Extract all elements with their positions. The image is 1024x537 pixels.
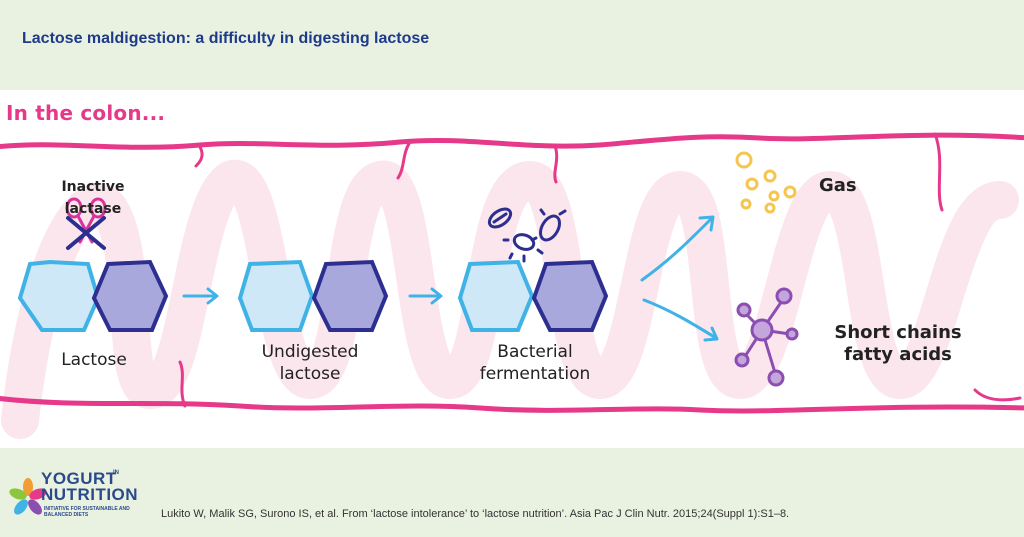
colon-top-border <box>0 132 1024 150</box>
bacterial-fermentation-label: Bacterial fermentation <box>479 342 591 384</box>
inactive-lactase-label: Inactive lactase <box>61 179 125 217</box>
logo-in-text: IN <box>113 470 119 476</box>
lactose-molecule <box>17 259 169 332</box>
galactose-ring <box>91 259 169 332</box>
arrow-to-fatty-acids <box>642 298 719 342</box>
lactose-label: Lactose <box>61 350 127 370</box>
undigested-lactose-label: Undigested lactose <box>261 342 359 384</box>
cross-icon <box>66 216 106 250</box>
molecule-icon <box>734 287 799 387</box>
glucose-ring <box>17 259 101 332</box>
page-title: Lactose maldigestion: a difficulty in di… <box>22 30 430 47</box>
yogurt-logo-icon <box>9 478 47 515</box>
undigested-lactose-molecule <box>237 259 389 332</box>
fermenting-lactose-molecule <box>457 259 609 332</box>
arrow-icon <box>408 287 443 305</box>
section-title: In the colon... <box>6 101 166 125</box>
logo-tagline: INITIATIVE FOR SUSTAINABLE AND BALANCED … <box>44 506 130 518</box>
colon-bottom-border <box>0 396 1024 414</box>
gas-bubbles-icon <box>735 151 797 214</box>
gas-label: Gas <box>819 175 857 196</box>
logo-nutrition-text: NUTRITION <box>41 485 139 504</box>
short-chain-fatty-acids-label: Short chains fatty acids <box>834 322 962 365</box>
arrow-icon <box>182 287 219 305</box>
arrow-to-gas <box>640 215 715 282</box>
logo-yogurt-text: YOGURT <box>41 469 117 488</box>
bacteria-icon <box>487 207 567 263</box>
diagram-panel: In the colon... Inactive lactase Lactose… <box>0 90 1024 448</box>
colon-diagram <box>0 132 1024 439</box>
citation: Lukito W, Malik SG, Surono IS, et al. Fr… <box>161 508 790 520</box>
header-bar: Lactose maldigestion: a difficulty in di… <box>0 0 1024 90</box>
footer-bar: YOGURT IN NUTRITION INITIATIVE FOR SUSTA… <box>0 448 1024 537</box>
